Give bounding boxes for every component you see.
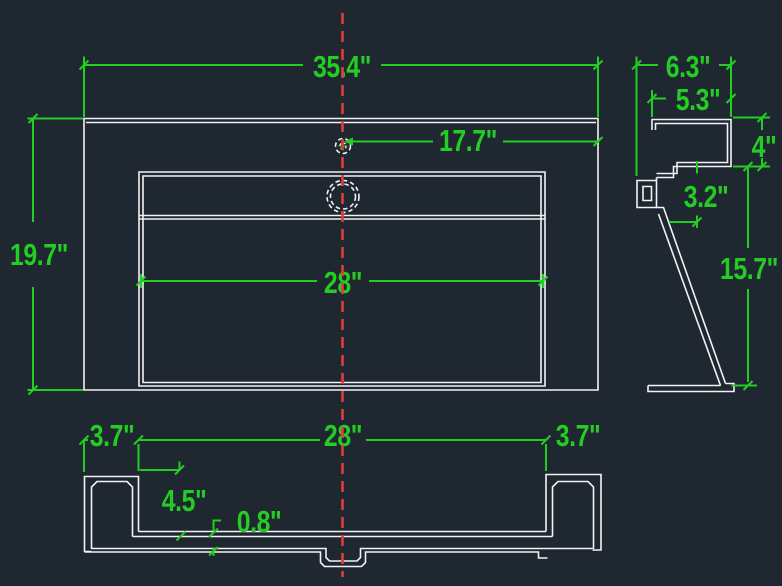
dim-ticks-overall-depth: [27, 113, 39, 396]
dim-label-right-foot-width: 3.7": [556, 418, 601, 452]
dim-ticks-basin-width: [135, 275, 549, 287]
dim-line-overall-depth: [27, 117, 83, 391]
section-right-foot-inner: [551, 480, 595, 549]
dim-label-basin-depth: 4.5": [162, 483, 207, 517]
dimension-lines: [27, 56, 770, 557]
basin-inner-edge: [142, 175, 542, 384]
dim-ticks-overall-width: [78, 59, 604, 71]
section-right-foot-outer: [545, 473, 602, 551]
side-back-slope-outer: [656, 206, 727, 384]
dim-line-rim-height: [733, 116, 770, 168]
dim-tick-rim-inset: [691, 216, 703, 228]
dim-tick-center-to-edge: [592, 136, 604, 147]
side-foot: [647, 382, 735, 393]
side-overflow-box-outer: [636, 177, 658, 209]
dim-line-back-height: [731, 166, 757, 387]
sink-outer-rim: [83, 117, 599, 391]
side-view: [636, 118, 735, 393]
dim-ticks-lip-depth: [646, 93, 737, 104]
dim-label-rim-height: 4": [752, 129, 777, 163]
dim-ticks-back-height: [742, 161, 754, 391]
drain-hole-inner: [329, 183, 357, 210]
dim-ticks-section-width-chain: [78, 434, 552, 446]
side-overflow-box-inner: [642, 185, 653, 202]
dimension-labels: 35.4" 17.7" 19.7" 28" 6.3" 5.3" 4" 3.2" …: [10, 49, 778, 538]
dim-label-floor-thickness: 0.8": [237, 504, 282, 538]
side-rim-outer: [651, 118, 732, 179]
dim-line-side-overall-depth: [635, 56, 732, 176]
dim-label-back-height: 15.7": [720, 251, 778, 285]
dim-label-overall-depth: 19.7": [10, 237, 68, 271]
dim-label-rim-inset: 3.2": [684, 179, 729, 213]
dim-arrow-center-to-edge: [344, 137, 353, 146]
side-back-slope-inner: [657, 213, 722, 386]
dim-ticks-rim-height: [756, 112, 768, 172]
basin-outer-edge: [138, 171, 546, 387]
dim-ticks-floor-thickness: [208, 527, 219, 557]
dim-line-basin-width: [140, 274, 544, 288]
side-rim-inner: [654, 122, 729, 175]
dim-line-lip-depth: [651, 90, 666, 117]
dim-ticks-basin-depth: [174, 464, 187, 542]
section-floor-bottom-outer-with-drain-boss: [84, 551, 548, 568]
section-left-foot-outer: [83, 475, 140, 552]
dim-label-center-to-edge: 17.7": [439, 123, 497, 157]
dim-label-lip-depth: 5.3": [676, 82, 721, 116]
dim-line-section-width-chain: [83, 439, 547, 472]
dim-label-side-overall-depth: 6.3": [666, 49, 711, 83]
dim-line-basin-depth: [140, 461, 181, 471]
dim-ticks-side-overall-depth: [631, 59, 737, 71]
faucet-hole: [334, 137, 352, 155]
dim-line-overall-width: [83, 56, 599, 117]
dim-label-left-foot-width: 3.7": [90, 418, 135, 452]
